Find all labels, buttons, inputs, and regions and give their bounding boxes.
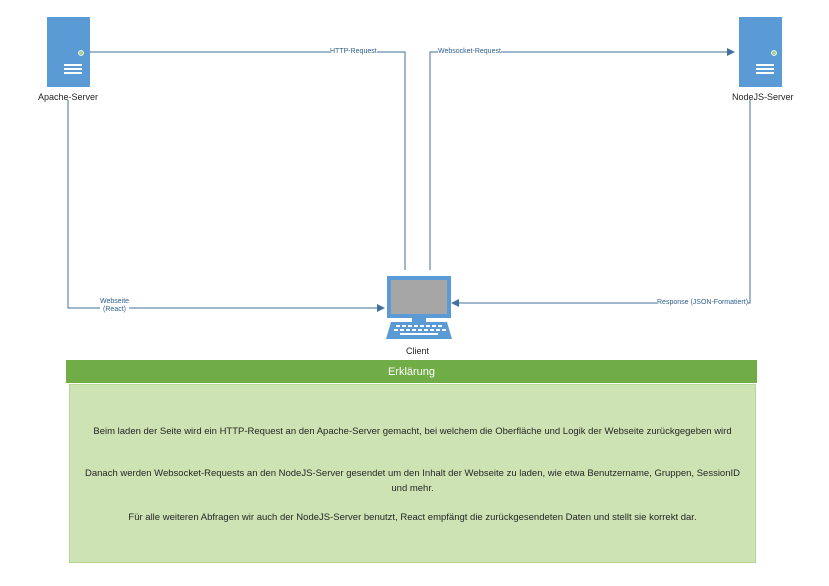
explanation-panel: Erklärung Beim laden der Seite wird ein … bbox=[66, 357, 757, 563]
response-label: Response (JSON-Formatiert) bbox=[657, 299, 749, 307]
server-icon bbox=[739, 17, 782, 87]
connector-http-request bbox=[90, 51, 406, 270]
explanation-paragraph-3: Für alle weiteren Abfragen wir auch der … bbox=[128, 512, 697, 523]
connector-webseite bbox=[67, 100, 385, 312]
client-label: Client bbox=[406, 346, 430, 356]
explanation-paragraph-2: Danach werden Websocket-Requests an den … bbox=[85, 468, 740, 494]
computer-icon bbox=[386, 276, 452, 339]
webseite-label-line2: (React) bbox=[103, 306, 126, 313]
server-icon bbox=[47, 17, 90, 87]
webseite-label: Webseite (React) bbox=[100, 298, 130, 314]
explanation-paragraph-1: Beim laden der Seite wird ein HTTP-Reque… bbox=[93, 426, 732, 437]
apache-server-label: Apache-Server bbox=[38, 92, 99, 102]
websocket-request-label: Websocket-Request bbox=[438, 48, 501, 56]
explanation-title: Erklärung bbox=[66, 360, 757, 383]
connector-websocket-request bbox=[429, 48, 735, 270]
webseite-label-line1: Webseite bbox=[100, 298, 130, 305]
http-request-label: HTTP-Request bbox=[330, 48, 377, 56]
nodejs-server-label: NodeJS-Server bbox=[732, 92, 794, 102]
explanation-body: Beim laden der Seite wird ein HTTP-Reque… bbox=[69, 384, 756, 563]
connector-response bbox=[451, 100, 751, 307]
